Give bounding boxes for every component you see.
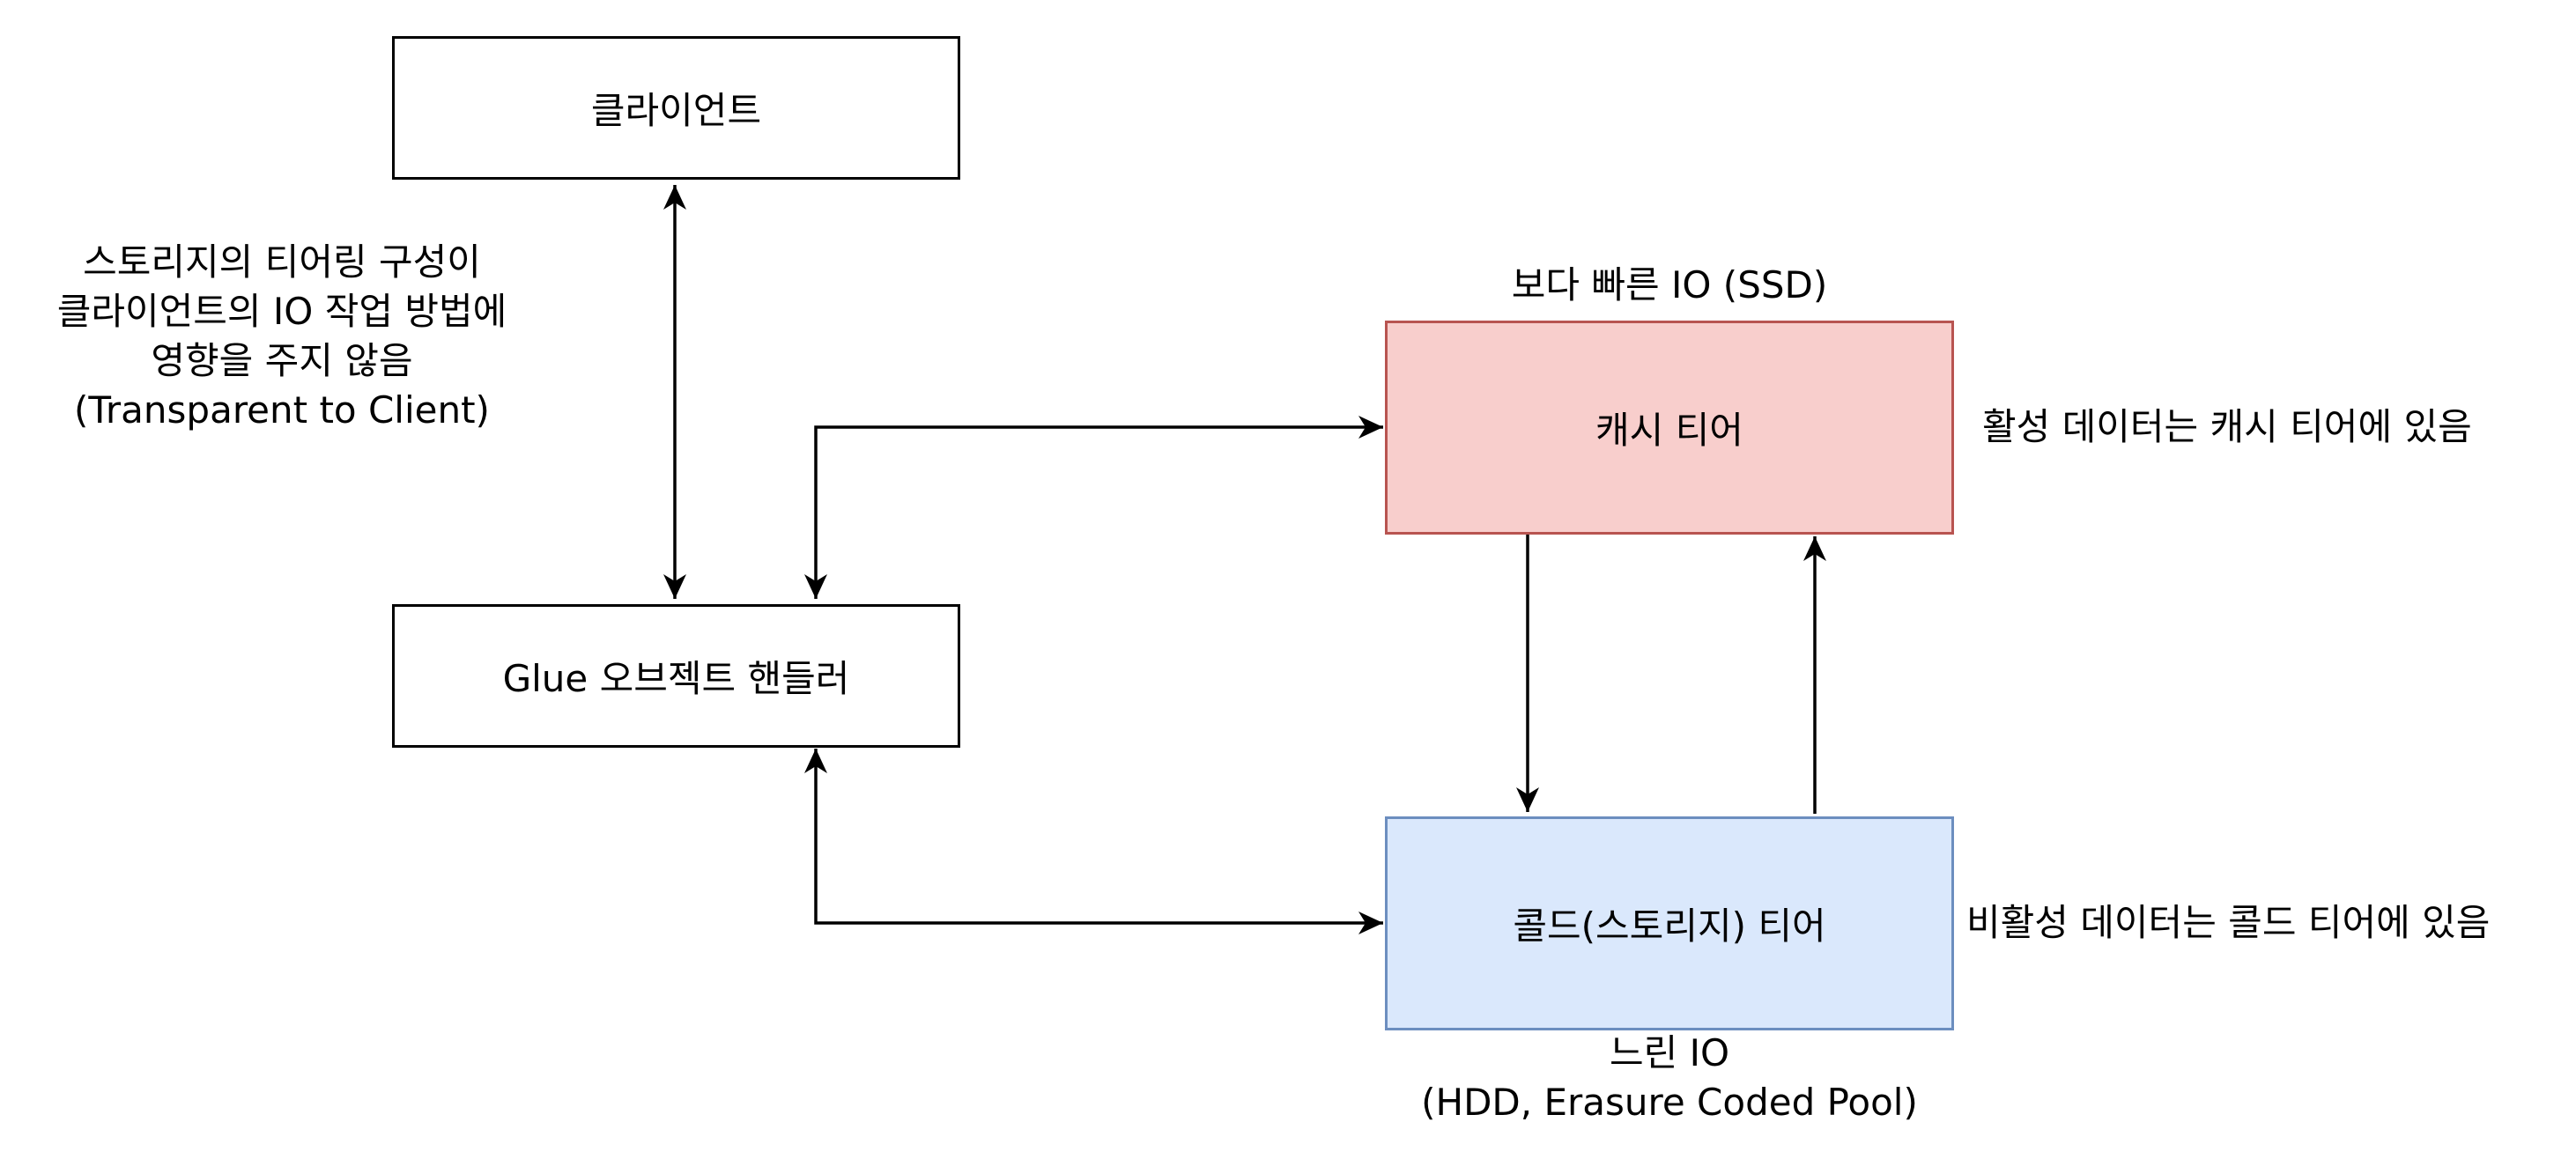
transparency-line-4: (Transparent to Client) [74,388,490,432]
client-node: 클라이언트 [392,36,960,180]
transparency-line-3: 영향을 주지 않음 [151,339,413,382]
client-label: 클라이언트 [590,89,762,132]
fast-io-annotation: 보다 빠른 IO (SSD) [1385,261,1954,310]
inactive-data-text: 비활성 데이터는 콜드 티어에 있음 [1966,901,2491,944]
transparency-annotation: 스토리지의 티어링 구성이 클라이언트의 IO 작업 방법에 영향을 주지 않음… [26,238,537,435]
edge-glue-cache [804,416,1383,599]
glue-object-handler-node: Glue 오브젝트 핸들러 [392,604,960,748]
inactive-data-annotation: 비활성 데이터는 콜드 티어에 있음 [1966,898,2548,948]
cache-tier-label: 캐시 티어 [1595,409,1743,452]
cold-tier-label: 콜드(스토리지) 티어 [1513,904,1826,948]
transparency-line-1: 스토리지의 티어링 구성이 [83,240,481,284]
cold-tier-node: 콜드(스토리지) 티어 [1385,816,1954,1030]
fast-io-text: 보다 빠른 IO (SSD) [1511,263,1828,306]
active-data-text: 활성 데이터는 캐시 티어에 있음 [1982,405,2472,448]
slow-io-annotation: 느린 IO (HDD, Erasure Coded Pool) [1361,1029,1978,1127]
transparency-line-2: 클라이언트의 IO 작업 방법에 [56,290,507,333]
slow-io-line-2: (HDD, Erasure Coded Pool) [1421,1081,1918,1124]
edge-glue-cold [804,749,1383,934]
active-data-annotation: 활성 데이터는 캐시 티어에 있음 [1982,402,2528,452]
cache-tier-node: 캐시 티어 [1385,321,1954,535]
glue-handler-label: Glue 오브젝트 핸들러 [502,657,850,700]
slow-io-line-1: 느린 IO [1609,1031,1730,1074]
